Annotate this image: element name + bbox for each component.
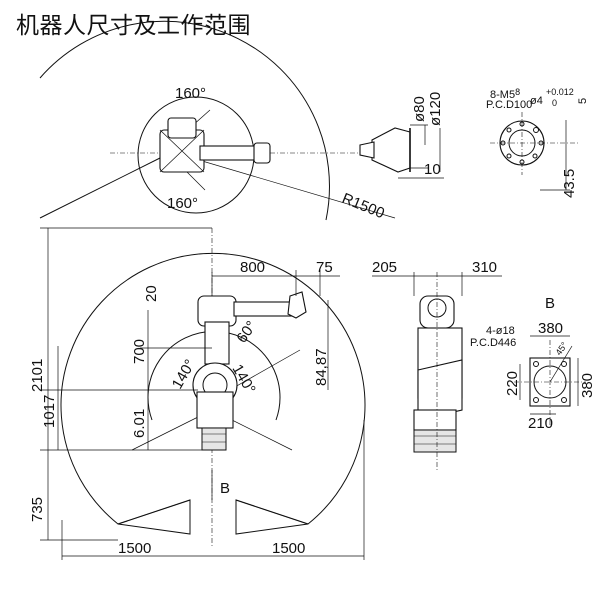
wrist-dim-80: ø80 bbox=[411, 96, 428, 122]
side-dim-735: 735 bbox=[29, 497, 46, 522]
side-lower-arm bbox=[204, 321, 230, 365]
side-base-column bbox=[196, 391, 234, 429]
wrist-dim-10: 10 bbox=[424, 161, 441, 178]
base-dim-380-top: 380 bbox=[538, 320, 563, 337]
front-base-upper bbox=[413, 409, 457, 431]
wrist-body bbox=[371, 127, 411, 173]
top-angle-bottom: 160° bbox=[167, 195, 198, 212]
side-envelope-left-lobe bbox=[117, 499, 191, 535]
base-dim-220: 220 bbox=[504, 371, 521, 396]
side-dim-1017: 1017 bbox=[41, 395, 58, 428]
base-pcd: P.C.D446 bbox=[470, 337, 516, 349]
base-diag-45 bbox=[549, 345, 573, 383]
side-wrist bbox=[287, 291, 307, 319]
base-dim-380-right: 380 bbox=[579, 373, 596, 398]
side-dim-1500-right: 1500 bbox=[272, 540, 305, 557]
side-forearm bbox=[233, 301, 293, 317]
base-label-b: B bbox=[545, 295, 555, 312]
base-dim-45: 45° bbox=[553, 340, 569, 357]
flange-tol-lower: 0 bbox=[552, 98, 557, 108]
front-view: 205 310 bbox=[372, 259, 502, 470]
top-shoulder bbox=[167, 117, 197, 139]
flange-pcd: P.C.D100 bbox=[486, 99, 532, 111]
flange-dim-43-5: 43.5 bbox=[561, 169, 578, 198]
side-envelope-right-lobe bbox=[235, 499, 309, 535]
flange-hole-6 bbox=[532, 153, 538, 159]
top-view: 160° 160° R1500 bbox=[39, 20, 396, 222]
top-work-envelope-lower bbox=[39, 157, 161, 219]
base-hole-3 bbox=[533, 397, 539, 403]
top-angle-top: 160° bbox=[175, 85, 206, 102]
wrist-neck bbox=[359, 141, 375, 159]
side-view: 800 75 20 700 84,87 6.01 2101 1017 735 1… bbox=[29, 227, 366, 560]
side-dim-75: 75 bbox=[316, 259, 333, 276]
base-hole-1 bbox=[533, 361, 539, 367]
base-hole-4 bbox=[561, 397, 567, 403]
wrist-side-view: ø80 ø120 10 bbox=[359, 92, 444, 179]
side-dim-800: 800 bbox=[240, 259, 265, 276]
side-dim-2101: 2101 bbox=[29, 359, 46, 392]
flange-view: 8-M58 P.C.D100 ø4 +0.012 0 5 43.5 bbox=[486, 87, 589, 198]
base-holes: 4-ø18 bbox=[486, 325, 515, 337]
flange-bolt-depth: 8 bbox=[515, 87, 520, 97]
flange-pin bbox=[533, 127, 539, 133]
base-dim-210: 210 bbox=[528, 415, 553, 432]
front-base-lower bbox=[413, 429, 457, 453]
front-dim-205: 205 bbox=[372, 259, 397, 276]
flange-hole-2 bbox=[506, 127, 512, 133]
side-label-b: B bbox=[220, 480, 230, 497]
wrist-dim-120: ø120 bbox=[427, 92, 444, 126]
flange-pin-dia: ø4 bbox=[530, 95, 543, 107]
side-dim-1500-left: 1500 bbox=[118, 540, 151, 557]
flange-dim-5: 5 bbox=[577, 98, 589, 104]
side-dim-700: 700 bbox=[131, 339, 148, 364]
flange-bolt: 8-M58 bbox=[490, 87, 520, 101]
front-shoulder bbox=[417, 359, 463, 421]
base-hole-2 bbox=[561, 361, 567, 367]
front-dim-310: 310 bbox=[472, 259, 497, 276]
page-title: 机器人尺寸及工作范围 bbox=[16, 13, 251, 39]
top-cross-2 bbox=[159, 129, 205, 173]
top-work-envelope bbox=[39, 20, 330, 221]
side-dim-20: 20 bbox=[143, 285, 160, 302]
side-dim-601: 6.01 bbox=[131, 409, 148, 438]
side-base-plate bbox=[201, 427, 227, 451]
top-arm bbox=[199, 145, 257, 161]
flange-tol-upper: +0.012 bbox=[546, 87, 574, 97]
base-detail: B 4-ø18 P.C.D446 380 45° 380 220 210 bbox=[470, 295, 596, 432]
top-radius-label: R1500 bbox=[340, 190, 387, 222]
side-envelope-outer bbox=[60, 252, 366, 525]
flange-bolt-size: 8-M5 bbox=[490, 89, 515, 101]
side-dim-8487: 84,87 bbox=[313, 348, 330, 386]
flange-hole-4 bbox=[506, 153, 512, 159]
top-wrist bbox=[253, 142, 271, 164]
side-angle-60: 60° bbox=[233, 318, 260, 346]
